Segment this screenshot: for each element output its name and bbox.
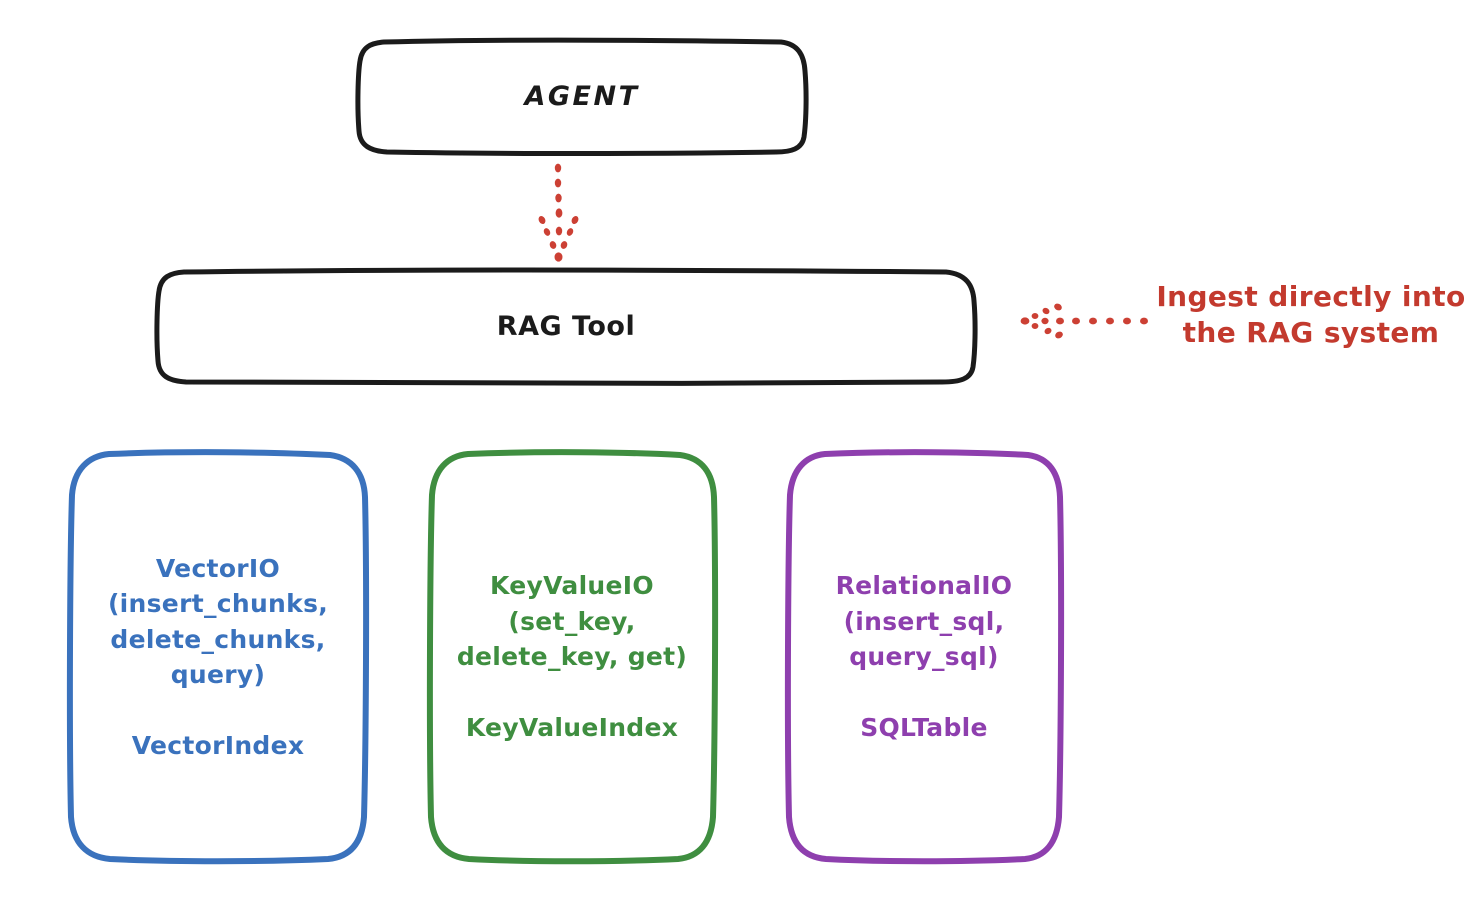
node-relational-io-label: RelationalIO (insert_sql, query_sql) SQL… [835,571,1013,743]
node-agent-label: AGENT [524,80,640,112]
arrow-agent-to-rag-tool [538,163,579,262]
annotation-ingest-into-rag-system: Ingest directly into the RAG system [1156,280,1466,349]
node-agent[interactable]: AGENT [355,37,809,156]
node-vector-io[interactable]: VectorIO (insert_chunks, delete_chunks, … [66,449,370,865]
node-relational-io[interactable]: RelationalIO (insert_sql, query_sql) SQL… [784,449,1065,865]
node-rag-tool[interactable]: RAG Tool [154,267,978,386]
node-key-value-io[interactable]: KeyValueIO (set_key, delete_key, get) Ke… [426,449,719,865]
node-rag-tool-label: RAG Tool [496,310,636,342]
arrow-ingest-into-rag-tool [1020,303,1148,339]
node-vector-io-label: VectorIO (insert_chunks, delete_chunks, … [107,553,329,761]
node-key-value-io-label: KeyValueIO (set_key, delete_key, get) Ke… [456,571,688,743]
